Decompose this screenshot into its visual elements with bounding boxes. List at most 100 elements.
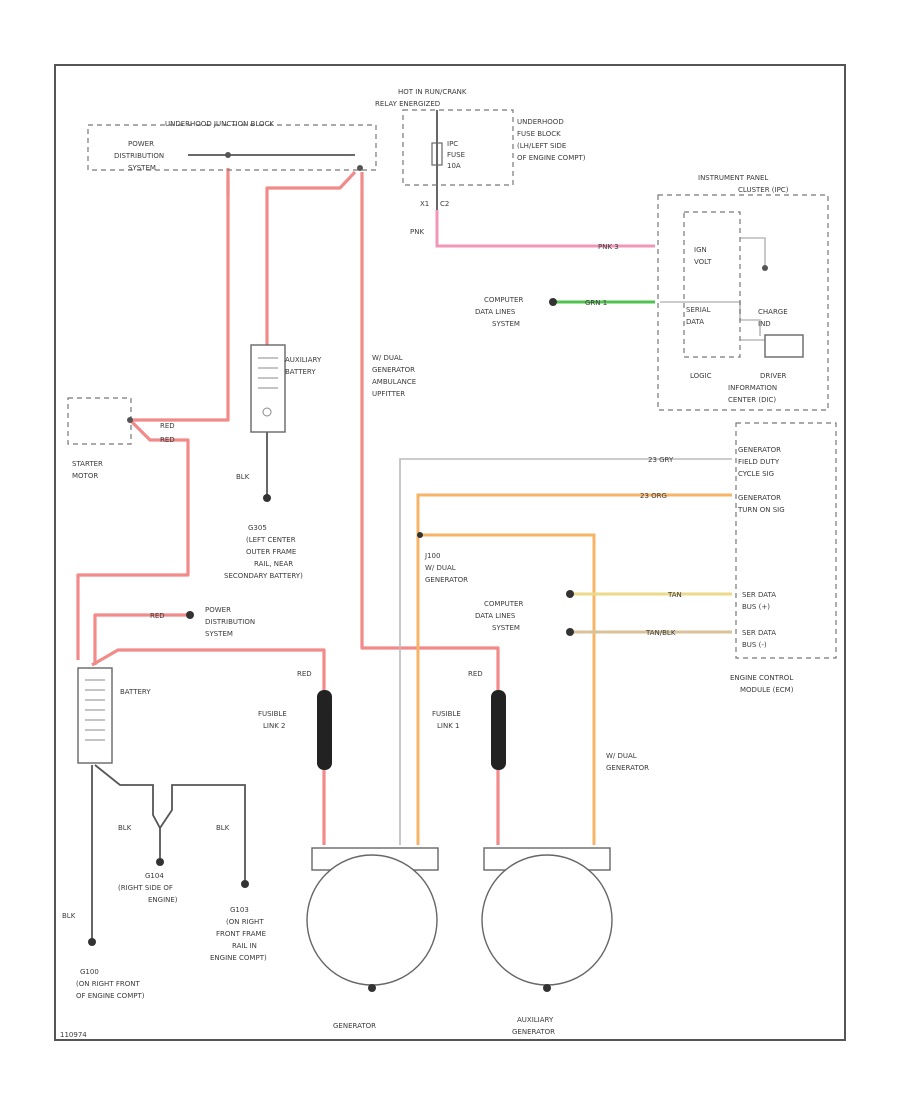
label-generator: GENERATOR — [333, 1022, 376, 1030]
label-dual-gen-3: AMBULANCE — [372, 378, 416, 386]
label-driver: DRIVER — [760, 372, 787, 380]
label-wire-red-starter-2: RED — [160, 436, 175, 444]
label-computer-data-ecm: COMPUTER — [484, 600, 523, 608]
label-wire-blk-g104: BLK — [118, 824, 132, 832]
label-volt: VOLT — [694, 258, 712, 266]
label-wire-pnk-ipc: PNK 3 — [598, 243, 619, 251]
main-battery — [77, 667, 113, 764]
computer-data-node-ecm-plus — [566, 590, 574, 598]
label-g305: G305 — [248, 524, 267, 532]
label-power-dist-3: SYSTEM — [205, 630, 233, 638]
label-wire-tan: TAN — [667, 591, 682, 599]
label-wire-blk-g103: BLK — [216, 824, 230, 832]
label-battery: BATTERY — [120, 688, 151, 696]
label-g305-3: OUTER FRAME — [246, 548, 296, 556]
label-w-dual-gen: W/ DUAL — [606, 752, 637, 760]
red-wire-fusible-link-2-feed — [91, 648, 326, 690]
label-dual-gen-4: UPFITTER — [372, 390, 405, 398]
label-ecm: ENGINE CONTROL — [730, 674, 793, 682]
label-power-dist-2: DISTRIBUTION — [205, 618, 255, 626]
label-g104: G104 — [145, 872, 164, 880]
label-power-dist-top-2: DISTRIBUTION — [114, 152, 164, 160]
g305-ground — [263, 494, 271, 502]
ipc-internal-wires — [660, 237, 766, 336]
g100-ground — [88, 938, 96, 946]
red-wire-fusible-link-1-feed — [360, 172, 500, 690]
label-g103-5: ENGINE COMPT) — [210, 954, 267, 962]
label-g100-3: OF ENGINE COMPT) — [76, 992, 145, 1000]
generator-ground — [368, 984, 376, 992]
label-wire-gry: 23 GRY — [648, 456, 674, 464]
label-power-dist-top: POWER — [128, 140, 154, 148]
label-logic: LOGIC — [690, 372, 712, 380]
label-j100-3: GENERATOR — [425, 576, 468, 584]
red-wire-starter-battery — [76, 168, 230, 660]
ipc-node — [762, 265, 768, 271]
red-wire-power-distribution — [93, 613, 190, 665]
label-fuse-ipc: IPC — [447, 140, 458, 148]
label-dual-gen-2: GENERATOR — [372, 366, 415, 374]
label-link-1: LINK 1 — [437, 722, 459, 730]
label-g305-4: RAIL, NEAR — [254, 560, 293, 568]
label-wire-grn-ipc: GRN 1 — [585, 299, 607, 307]
label-hot-run-crank: HOT IN RUN/CRANK — [398, 88, 467, 96]
label-ind: IND — [758, 320, 771, 328]
label-gen-field-3: CYCLE SIG — [738, 470, 774, 478]
label-underhood-junction-block: UNDERHOOD JUNCTION BLOCK — [165, 120, 274, 128]
label-dual-gen: W/ DUAL — [372, 354, 403, 362]
computer-data-node-ipc — [549, 298, 557, 306]
label-g104-3: ENGINE) — [148, 896, 178, 904]
label-link-2: LINK 2 — [263, 722, 285, 730]
label-w-dual-gen-2: GENERATOR — [606, 764, 649, 772]
label-g305-5: SECONDARY BATTERY) — [224, 572, 303, 580]
generator-symbol — [306, 854, 438, 986]
label-connector-c2: C2 — [440, 200, 449, 208]
label-g103-4: RAIL IN — [232, 942, 257, 950]
engine-control-module — [735, 422, 837, 659]
label-gen-turn: GENERATOR — [738, 494, 781, 502]
label-fusible-2: FUSIBLE — [258, 710, 287, 718]
label-underhood-fuse-4: OF ENGINE COMPT) — [517, 154, 586, 162]
label-ecm-2: MODULE (ECM) — [740, 686, 794, 694]
label-relay-energized: RELAY ENERGIZED — [375, 100, 440, 108]
label-aux-generator: AUXILIARY — [517, 1016, 554, 1024]
label-ser-data-minus: SER DATA — [742, 629, 776, 637]
aux-generator-ground — [543, 984, 551, 992]
charge-indicator-lamp — [764, 334, 804, 358]
ipc-logic-block — [683, 211, 741, 358]
fusible-link-1 — [491, 690, 506, 770]
label-computer-data-ipc-3: SYSTEM — [492, 320, 520, 328]
label-wire-red-fl1: RED — [468, 670, 483, 678]
label-ign: IGN — [694, 246, 707, 254]
label-ipc-2: CLUSTER (IPC) — [738, 186, 789, 194]
power-distribution-node — [186, 611, 194, 619]
label-connector-x1: X1 — [420, 200, 429, 208]
label-dic: CENTER (DIC) — [728, 396, 776, 404]
label-g103: G103 — [230, 906, 249, 914]
label-bus-plus: BUS (+) — [742, 603, 770, 611]
label-power-dist: POWER — [205, 606, 231, 614]
label-aux-generator-2: GENERATOR — [512, 1028, 555, 1036]
underhood-fuse-block — [402, 109, 514, 186]
starter-node — [127, 417, 133, 423]
label-serial: SERIAL — [686, 306, 711, 314]
label-underhood-fuse: UNDERHOOD — [517, 118, 564, 126]
label-wire-blk-g100: BLK — [62, 912, 76, 920]
label-wire-tan-blk: TAN/BLK — [645, 629, 676, 637]
label-gen-field: GENERATOR — [738, 446, 781, 454]
label-g104-2: (RIGHT SIDE OF — [118, 884, 173, 892]
aux-battery-cells — [258, 357, 278, 417]
label-computer-data-ecm-3: SYSTEM — [492, 624, 520, 632]
label-charge: CHARGE — [758, 308, 788, 316]
label-underhood-fuse-2: FUSE BLOCK — [517, 130, 561, 138]
computer-data-node-ecm-minus — [566, 628, 574, 636]
diagram-frame — [54, 64, 846, 1041]
label-wire-pnk: PNK — [410, 228, 424, 236]
gray-wire-field-duty — [399, 458, 732, 845]
junction-node-right — [357, 165, 363, 171]
label-wire-red-pd: RED — [150, 612, 165, 620]
label-wire-red-starter-1: RED — [160, 422, 175, 430]
red-wire-aux-battery — [265, 170, 357, 345]
